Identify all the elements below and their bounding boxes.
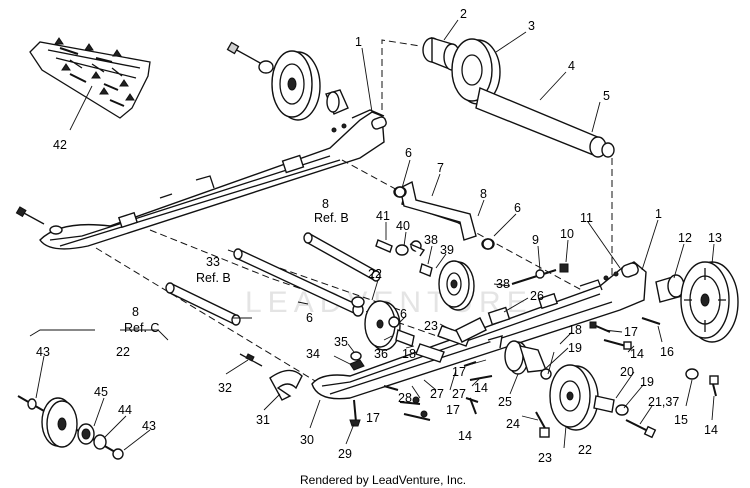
lower-left-wheel-group — [17, 329, 169, 460]
callout-42: 42 — [53, 138, 67, 152]
callout-8: 8 — [132, 305, 139, 319]
callout-44: 44 — [118, 403, 132, 417]
callout-27: 27 — [452, 387, 466, 401]
callout-23: 23 — [538, 451, 552, 465]
callout-9: 9 — [532, 233, 539, 247]
callout-17: 17 — [446, 403, 460, 417]
callout-27: 27 — [430, 387, 444, 401]
callout-14: 14 — [458, 429, 472, 443]
leader-lines — [35, 19, 715, 451]
callout-40: 40 — [396, 219, 410, 233]
track-section — [29, 37, 151, 131]
callout-36: 36 — [374, 347, 388, 361]
callout-6: 6 — [306, 311, 313, 325]
callout-38: 38 — [496, 277, 510, 291]
callout-6: 6 — [514, 201, 521, 215]
callout-28: 28 — [398, 391, 412, 405]
ref-c-label: Ref. C — [124, 321, 159, 335]
lower-misc-parts — [239, 351, 365, 401]
callout-1: 1 — [355, 35, 362, 49]
callout-14: 14 — [630, 347, 644, 361]
callout-14: 14 — [474, 381, 488, 395]
callout-10: 10 — [560, 227, 574, 241]
callout-12: 12 — [678, 231, 692, 245]
callout-43: 43 — [142, 419, 156, 433]
callout-3: 3 — [528, 19, 535, 33]
callout-16: 16 — [660, 345, 674, 359]
callout-18: 18 — [402, 347, 416, 361]
callout-26: 26 — [530, 289, 544, 303]
callout-22: 22 — [116, 345, 130, 359]
callout-38: 38 — [424, 233, 438, 247]
callout-18: 18 — [568, 323, 582, 337]
upper-idler-wheel — [226, 41, 349, 121]
rear-pivot-assembly — [504, 340, 657, 439]
callout-43: 43 — [36, 345, 50, 359]
callout-25: 25 — [498, 395, 512, 409]
lower-center-hardware — [364, 300, 503, 363]
callout-41: 41 — [376, 209, 390, 223]
ref-b-label: Ref. B — [196, 271, 231, 285]
callout-15: 15 — [674, 413, 688, 427]
center-idler-wheel — [438, 260, 475, 311]
footer-credit: Rendered by LeadVenture, Inc. — [300, 473, 466, 487]
left-rail — [15, 109, 387, 250]
callout-32: 32 — [218, 381, 232, 395]
callout-35: 35 — [334, 335, 348, 349]
callout-39: 39 — [440, 243, 454, 257]
callout-6: 6 — [400, 307, 407, 321]
rear-right-wheel — [655, 261, 739, 343]
callout-30: 30 — [300, 433, 314, 447]
callout-45: 45 — [94, 385, 108, 399]
right-bolts — [349, 317, 719, 427]
callout-19: 19 — [640, 375, 654, 389]
callout-22: 22 — [368, 267, 382, 281]
callout-21-37: 21,37 — [648, 395, 679, 409]
callout-17: 17 — [366, 411, 380, 425]
callout-2: 2 — [460, 7, 467, 21]
axle-assembly — [422, 37, 615, 158]
callout-8: 8 — [322, 197, 329, 211]
torque-arm — [393, 180, 495, 250]
callout-5: 5 — [603, 89, 610, 103]
callout-34: 34 — [306, 347, 320, 361]
callout-13: 13 — [708, 231, 722, 245]
middle-hardware — [375, 239, 433, 277]
callout-14: 14 — [704, 423, 718, 437]
callout-4: 4 — [568, 59, 575, 73]
callout-1: 1 — [655, 207, 662, 221]
callout-24: 24 — [506, 417, 520, 431]
callout-31: 31 — [256, 413, 270, 427]
callout-23: 23 — [424, 319, 438, 333]
callout-17: 17 — [452, 365, 466, 379]
callout-17: 17 — [624, 325, 638, 339]
washers-6 — [351, 186, 494, 328]
callout-29: 29 — [338, 447, 352, 461]
callout-22: 22 — [578, 443, 592, 457]
callout-8: 8 — [480, 187, 487, 201]
callout-6: 6 — [405, 146, 412, 160]
callout-7: 7 — [437, 161, 444, 175]
callout-20: 20 — [620, 365, 634, 379]
callout-labels: 1 2 3 4 5 42 6 7 8 6 8 Ref. B 41 40 38 3… — [36, 7, 722, 465]
callout-33: 33 — [206, 255, 220, 269]
ref-b-label: Ref. B — [314, 211, 349, 225]
callout-19: 19 — [568, 341, 582, 355]
callout-11: 11 — [580, 211, 593, 225]
